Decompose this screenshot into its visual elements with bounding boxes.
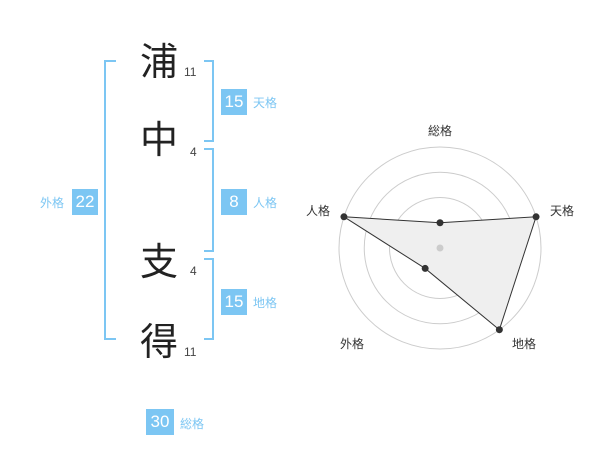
radar-point-1	[532, 213, 540, 221]
radar-label-chikaku: 地格	[512, 337, 537, 351]
jinkaku-bracket	[204, 148, 214, 252]
jinkaku-value: 8	[221, 189, 247, 215]
gaikaku-bracket	[104, 60, 116, 340]
radar-ring	[338, 146, 542, 350]
radar-label-tenkaku: 天格	[550, 204, 575, 218]
tenkaku-value: 15	[221, 89, 247, 115]
radar-point-2	[495, 326, 503, 334]
radar-label-soukaku: 総格	[428, 124, 453, 138]
name-char-3: 支	[140, 240, 179, 284]
chikaku-label: 地格	[253, 296, 278, 310]
radar-point-4	[340, 213, 348, 221]
soukaku-label: 総格	[180, 417, 205, 431]
stroke-count-2: 4	[190, 145, 197, 159]
stroke-count-1: 11	[184, 65, 197, 79]
tenkaku-label: 天格	[253, 96, 278, 110]
radar-label-jinkaku: 人格	[306, 204, 331, 218]
radar-center-dot	[436, 244, 444, 252]
gaikaku-value: 22	[72, 189, 98, 215]
chikaku-bracket	[204, 258, 214, 340]
name-char-1: 浦	[140, 40, 179, 84]
jinkaku-label: 人格	[253, 196, 278, 210]
soukaku-value: 30	[146, 409, 174, 435]
name-char-2: 中	[140, 118, 179, 162]
gaikaku-label: 外格	[40, 196, 65, 210]
radar-point-0	[436, 219, 444, 227]
radar-label-gaikaku: 外格	[340, 337, 365, 351]
radar-point-3	[421, 264, 429, 272]
chikaku-value: 15	[221, 289, 247, 315]
radar-polygon	[343, 216, 537, 331]
tenkaku-bracket	[204, 60, 214, 142]
stroke-count-3: 4	[190, 264, 197, 278]
name-char-4: 得	[140, 320, 179, 364]
stroke-count-4: 11	[184, 345, 197, 359]
